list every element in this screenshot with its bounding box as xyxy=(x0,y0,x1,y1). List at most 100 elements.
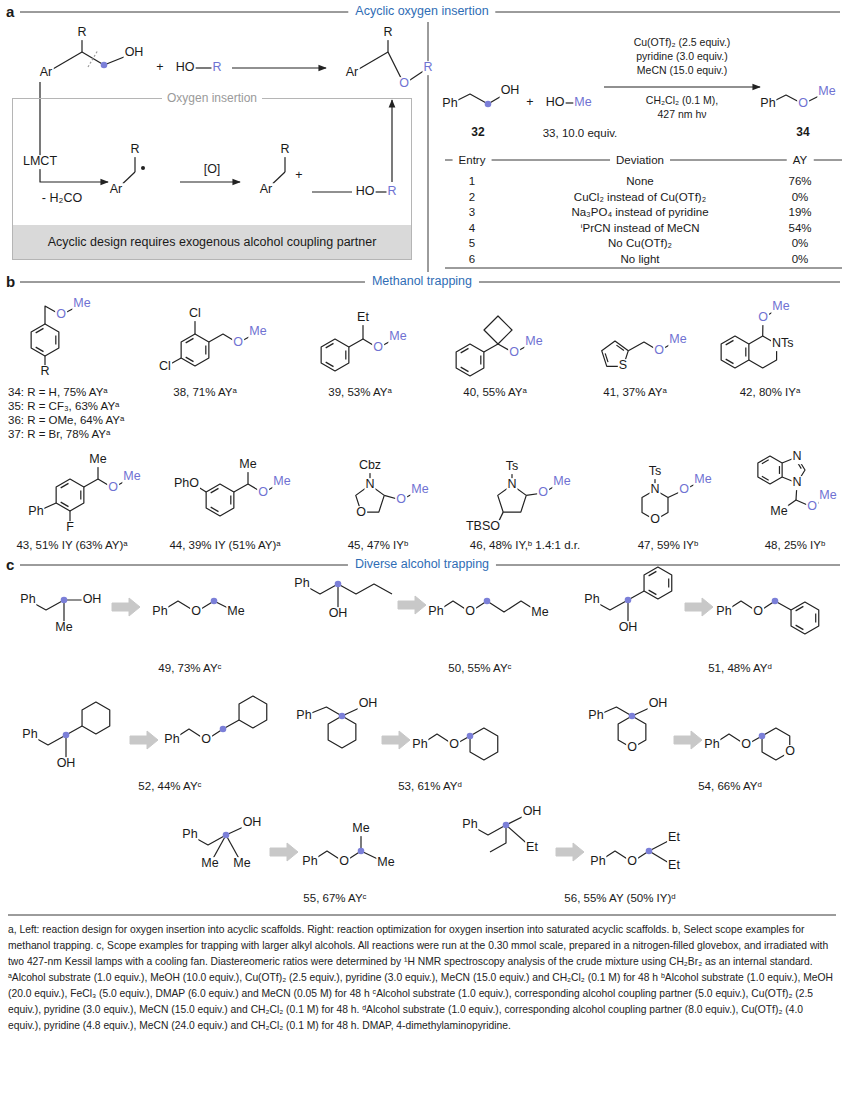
table-cell: Na₃PO₄ instead of pyridine xyxy=(571,206,708,219)
atom-label: Ph xyxy=(21,728,38,742)
atom-label: Me xyxy=(818,489,837,503)
atom-label: Ph xyxy=(181,828,198,842)
table-cell: 0% xyxy=(792,237,809,250)
compound-label: 47, 59% IYᵇ xyxy=(638,539,699,552)
atom-label: + xyxy=(294,169,303,183)
table-cell: 19% xyxy=(788,206,811,219)
atom-label: O xyxy=(626,741,638,755)
compound-label: 43, 51% IY (63% AY)ᵃ xyxy=(16,539,127,552)
atom-label: O xyxy=(395,493,407,507)
bond-line xyxy=(484,344,498,352)
atom-label: O xyxy=(448,738,460,752)
atom-label: Me xyxy=(232,857,251,871)
bond-line xyxy=(796,606,804,610)
atom-label: HO xyxy=(545,96,566,110)
atom-label: Me xyxy=(693,473,712,487)
section-header: Methanol trapping xyxy=(365,275,479,289)
atom-label: Me xyxy=(238,458,257,472)
label-dot xyxy=(484,598,491,605)
bond-line xyxy=(745,348,746,357)
atom-label: F xyxy=(65,521,75,535)
atom-label: OH xyxy=(242,816,263,830)
block-arrow xyxy=(130,731,158,749)
table-cell: CuCl₂ instead of Cu(OTf)₂ xyxy=(574,190,706,203)
atom-label: Me xyxy=(351,822,370,836)
table-cell: 2 xyxy=(469,190,475,203)
atom-label: Et xyxy=(356,311,370,325)
table-cell: 76% xyxy=(788,175,811,188)
label-dot xyxy=(220,726,227,733)
table-header: Deviation xyxy=(610,154,670,167)
block-arrow xyxy=(685,598,713,616)
ring xyxy=(206,484,234,516)
compound-label: 50, 55% AYᶜ xyxy=(448,662,511,675)
atom-label: Ph xyxy=(583,593,600,607)
table-cell: 54% xyxy=(788,221,811,234)
bond-line xyxy=(205,346,206,355)
compound-label: 51, 48% AYᵈ xyxy=(708,662,772,675)
label-dot xyxy=(223,832,230,839)
compound-number: 34 xyxy=(796,126,809,139)
atom-label: OH xyxy=(358,697,379,711)
atom-label: Me xyxy=(272,475,291,489)
atom-label: Ph xyxy=(589,855,606,869)
condition-text: pyridine (3.0 equiv.) xyxy=(636,51,727,63)
atom-label: Me xyxy=(122,470,141,484)
atom-label: O xyxy=(200,733,212,747)
mechanism-panel: Oxygen insertionAcyclic design requires … xyxy=(12,98,412,260)
label-dot xyxy=(629,713,636,720)
bond-line xyxy=(61,502,69,506)
condition-text: MeCN (15.0 equiv.) xyxy=(637,65,727,77)
compound-number: 32 xyxy=(471,126,484,139)
bond-line xyxy=(230,496,231,505)
table-cell: No light xyxy=(621,252,660,265)
bond-line xyxy=(762,476,769,480)
table-header: Entry xyxy=(453,154,492,167)
block-arrow xyxy=(398,596,426,614)
compound-label: 38, 71% AYᵃ xyxy=(173,386,237,399)
atom-label: Me xyxy=(72,297,91,311)
panel-letter: c xyxy=(6,557,14,574)
atom-label: Ph xyxy=(163,733,180,747)
atom-label: Me xyxy=(226,605,245,619)
compound-label: 44, 39% IY (51% AY)ᵃ xyxy=(169,539,280,552)
compound-label: 39, 53% AYᵃ xyxy=(328,386,392,399)
bond-line xyxy=(211,488,219,492)
atom-label: Ph xyxy=(461,818,478,832)
atom-label: Ph xyxy=(587,709,604,723)
atom-label: Cl xyxy=(158,360,172,374)
label-dot xyxy=(485,101,492,108)
compound-label: 55, 67% AYᶜ xyxy=(303,892,366,905)
atom-label: N xyxy=(364,478,375,492)
atom-label: O xyxy=(678,483,690,497)
divider xyxy=(428,22,429,272)
section-header: Diverse alcohol trapping xyxy=(348,558,496,572)
atom-label: Me xyxy=(248,325,267,339)
atom-label: Me xyxy=(376,856,395,870)
atom-label: Me xyxy=(524,335,543,349)
table-cell: 1 xyxy=(469,175,475,188)
bond-line xyxy=(779,466,780,474)
atom-label: O xyxy=(784,745,796,759)
design-note-band: Acyclic design requires exogenous alcoho… xyxy=(13,225,411,259)
atom-label: Et xyxy=(525,841,539,855)
atom-label: Ph xyxy=(427,605,444,619)
mechanism-arrow xyxy=(180,181,240,182)
atom-label: Ar xyxy=(259,183,274,197)
ring xyxy=(484,316,512,344)
label-dot xyxy=(772,598,779,605)
ring xyxy=(56,479,84,511)
atom-label: Me xyxy=(388,330,407,344)
atom-label: Me xyxy=(54,621,73,635)
ring xyxy=(321,339,349,371)
compound-label: 41, 37% AYᵃ xyxy=(603,386,667,399)
atom-label: OH xyxy=(522,805,543,819)
atom-label: Me xyxy=(573,96,592,110)
compound-label: 35: R = CF₃, 63% AYᵃ xyxy=(8,400,119,413)
bond-line xyxy=(649,571,657,575)
atom-label: Cbz xyxy=(358,459,382,473)
atom-label: Ph xyxy=(151,605,168,619)
atom-label: N xyxy=(791,476,802,490)
table-cell: 0% xyxy=(792,190,809,203)
